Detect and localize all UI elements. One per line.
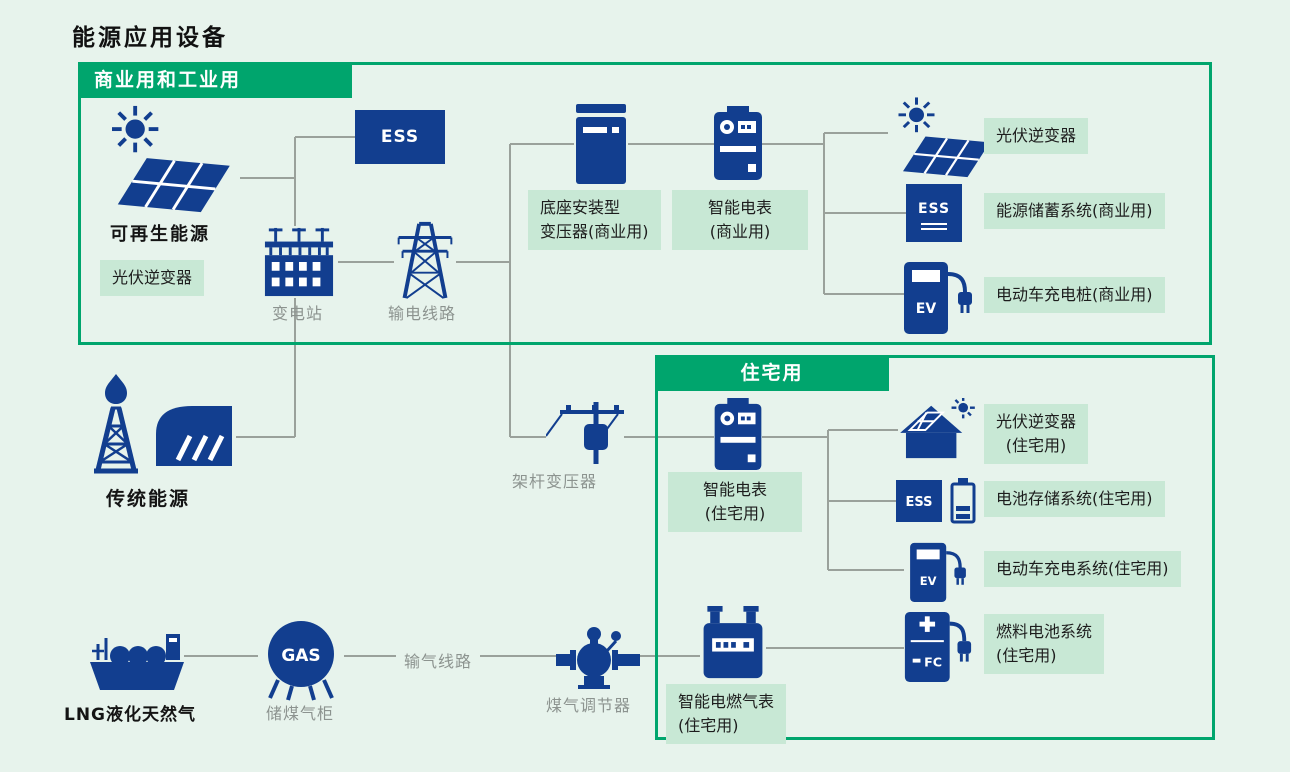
- pv-inverter-residential-label: 光伏逆变器 (住宅用): [984, 404, 1089, 464]
- page-title: 能源应用设备: [72, 25, 228, 51]
- substation-icon: [260, 226, 338, 302]
- ev-charger-commercial-label: 电动车充电桩(商业用): [984, 277, 1165, 313]
- ev-label: EV: [916, 301, 937, 317]
- pole-transformer-label: 架杆变压器: [512, 472, 598, 491]
- gas-label: GAS: [281, 646, 320, 666]
- lng-label: LNG液化天然气: [64, 705, 197, 725]
- hydro-dam-icon: [152, 398, 236, 474]
- ess-label: ESS: [917, 201, 951, 217]
- renewable-energy-label: 可再生能源: [110, 224, 210, 245]
- pad-transformer-label: 底座安装型 变压器(商业用): [528, 190, 661, 250]
- gas-pipeline-label: 输气线路: [396, 646, 481, 674]
- commercial-section-header: 商业用和工业用: [78, 62, 352, 98]
- energy-storage-commercial-label: 能源储蓄系统(商业用): [984, 193, 1165, 229]
- battery-storage-label: 电池存储系统(住宅用): [984, 481, 1165, 517]
- lng-ship-icon: [90, 610, 184, 702]
- gas-holder-label: 储煤气柜: [266, 704, 335, 723]
- gas-regulator-icon: [556, 624, 640, 694]
- commercial-industrial-section: 商业用和工业用: [78, 62, 1212, 345]
- residential-section: 住宅用: [655, 355, 1215, 740]
- pv-inverter-left-label: 光伏逆变器: [100, 260, 205, 296]
- pole-transformer-icon: [545, 400, 624, 470]
- smart-meter-residential-label: 智能电表 (住宅用): [668, 472, 802, 532]
- ev-charger-residential-icon: EV: [904, 538, 972, 606]
- smart-meter-commercial-label: 智能电表 (商业用): [672, 190, 808, 250]
- pv-inverter-commercial-label: 光伏逆变器: [984, 118, 1089, 154]
- ev-label: EV: [920, 574, 937, 588]
- oil-derrick-icon: [84, 374, 148, 478]
- ess-label: ESS: [380, 127, 420, 147]
- ess-vents: [921, 223, 947, 225]
- ess-label: ESS: [905, 495, 932, 510]
- fc-label: FC: [924, 654, 942, 669]
- ev-charger-residential-label: 电动车充电系统(住宅用): [984, 551, 1181, 587]
- transmission-line-label: 输电线路: [388, 304, 457, 323]
- gas-regulator-label: 煤气调节器: [546, 696, 632, 715]
- ev-charger-commercial-icon: EV: [904, 256, 972, 338]
- pad-transformer-icon: [574, 104, 628, 188]
- fuel-cell-label: 燃料电池系统 (住宅用): [984, 614, 1105, 674]
- traditional-energy-label: 传统能源: [106, 488, 191, 510]
- gas-meter-label: 智能电燃气表 (住宅用): [666, 684, 787, 744]
- pv-commercial-icon: [888, 96, 996, 184]
- smart-meter-residential-icon: [714, 398, 762, 474]
- smart-meter-commercial-icon: [714, 106, 762, 184]
- substation-label: 变电站: [272, 304, 324, 323]
- ess-storage-commercial-icon: ESS: [906, 184, 962, 242]
- fuel-cell-icon: FC: [904, 610, 972, 688]
- battery-storage-icon: ESS: [896, 476, 980, 530]
- gas-holder-icon: GAS: [258, 618, 344, 706]
- renewable-solar-panel-sun-icon: [96, 104, 240, 220]
- house-solar-icon: [898, 398, 976, 466]
- residential-section-header: 住宅用: [655, 355, 889, 391]
- transmission-tower-icon: [394, 218, 456, 304]
- ess-commercial-box: ESS: [355, 110, 445, 164]
- gas-meter-icon: [700, 606, 766, 684]
